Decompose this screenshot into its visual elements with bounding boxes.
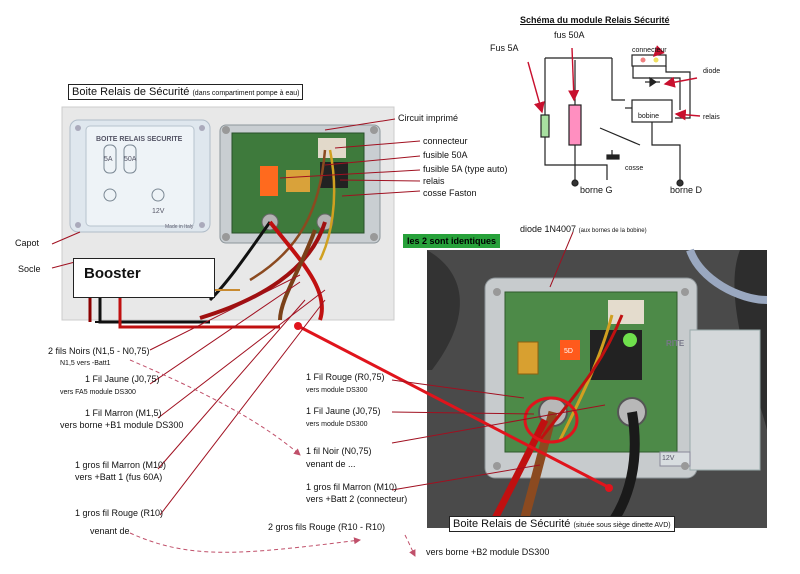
wire-label-gros-rouge-sub: venant de bbox=[90, 526, 130, 536]
booster-label: Booster bbox=[84, 265, 141, 282]
wire-label-noir-fin-sub: venant de ... bbox=[306, 459, 356, 469]
borne-d-terminal bbox=[676, 179, 684, 187]
wire-label-gros-rouges: 2 gros fils Rouge (R10 - R10) bbox=[268, 522, 386, 532]
fuse-5a bbox=[260, 166, 278, 196]
schema-cosse-label: cosse bbox=[625, 165, 644, 172]
lid-fuse2: 50A bbox=[124, 156, 137, 163]
wire-label-gros-rouges-dest: vers borne +B2 module DS300 bbox=[426, 547, 550, 557]
wire-label-gros-marron-2: 1 gros fil Marron (M10) bbox=[306, 482, 398, 492]
bottom-photo-title-text: Boite Relais de Sécurité bbox=[453, 518, 571, 530]
bottom-photo-subtitle: (située sous siège dinette AVD) bbox=[573, 522, 671, 529]
label-connecteur: connecteur bbox=[423, 136, 468, 146]
wire-label-noirs: 2 fils Noirs (N1,5 - N0,75) bbox=[48, 346, 150, 356]
wire-label-marron-sub: vers borne +B1 module DS300 bbox=[60, 420, 184, 430]
label-fusible-50a: fusible 50A bbox=[423, 150, 468, 160]
wire-label-jaune-fin-sub: vers module DS300 bbox=[306, 421, 368, 428]
identical-badge: les 2 sont identiques bbox=[403, 234, 501, 248]
schema-borne-d-label: borne D bbox=[670, 185, 703, 195]
diode-label: diode 1N4007 bbox=[520, 224, 577, 234]
booster-box: Booster bbox=[73, 258, 215, 298]
wire-label-gros-marron-sub: vers +Batt 1 (fus 60A) bbox=[75, 472, 163, 482]
schema-fus50-label: fus 50A bbox=[554, 30, 585, 40]
diode-sub: (aux bornes de la bobine) bbox=[578, 228, 647, 234]
fuse-photo bbox=[560, 340, 580, 360]
label-cosse-faston: cosse Faston bbox=[423, 188, 477, 198]
label-capot: Capot bbox=[15, 238, 40, 248]
wire-label-rouge-fin: 1 Fil Rouge (R0,75) bbox=[306, 372, 385, 382]
relay-schematic bbox=[540, 54, 691, 187]
wire-label-jaune: 1 Fil Jaune (J0,75) bbox=[85, 374, 160, 384]
diode-callout: diode 1N4007 (aux bornes de la bobine) bbox=[520, 224, 647, 234]
connector-symbol bbox=[631, 54, 667, 67]
schema-title: Schéma du module Relais Sécurité bbox=[520, 15, 670, 25]
bottom-photo-title: Boite Relais de Sécurité (située sous si… bbox=[449, 516, 675, 532]
label-fusible-5a: fusible 5A (type auto) bbox=[423, 164, 508, 174]
bottom-lid-text: RITE bbox=[666, 339, 685, 348]
lid-fuse1: 5A bbox=[104, 156, 113, 163]
wire-label-jaune-sub: vers FA5 module DS300 bbox=[60, 389, 136, 396]
top-photo-subtitle: (dans compartiment pompe à eau) bbox=[192, 90, 300, 97]
fuse-5a-symbol bbox=[540, 114, 550, 138]
bottom-fuse-label: 5D bbox=[564, 348, 573, 355]
wire-label-jaune-fin: 1 Fil Jaune (J0,75) bbox=[306, 406, 381, 416]
schema-relais-label: relais bbox=[703, 114, 720, 121]
schema-borne-g-label: borne G bbox=[580, 185, 613, 195]
wire-label-noirs-sub: N1,5 vers -Batt1 bbox=[60, 360, 111, 367]
wire-label-rouge-fin-sub: vers module DS300 bbox=[306, 387, 368, 394]
label-circuit-imprime: Circuit imprimé bbox=[398, 113, 459, 123]
lid-12v: 12V bbox=[152, 208, 165, 215]
wire-label-gros-marron: 1 gros fil Marron (M10) bbox=[75, 460, 167, 470]
top-photo-title-text: Boite Relais de Sécurité bbox=[72, 86, 190, 98]
lid-title: BOITE RELAIS SECURITE bbox=[96, 136, 183, 143]
bottom-12v-label: 12V bbox=[662, 455, 675, 462]
schema-fus5-label: Fus 5A bbox=[490, 43, 519, 53]
wire-label-gros-marron-2-sub: vers +Batt 2 (connecteur) bbox=[306, 494, 408, 504]
fuse-50a-symbol bbox=[568, 104, 582, 146]
lid-made-in-italy: Made in Italy bbox=[165, 224, 194, 230]
wire-label-noir-fin: 1 fil Noir (N0,75) bbox=[306, 446, 372, 456]
top-photo-title: Boite Relais de Sécurité (dans compartim… bbox=[68, 84, 304, 100]
highlight-overlay bbox=[294, 322, 613, 492]
label-relais: relais bbox=[423, 176, 445, 186]
borne-g-terminal bbox=[571, 179, 579, 187]
schema-diode-label: diode bbox=[703, 68, 721, 75]
diode-symbol bbox=[649, 76, 658, 88]
bottom-photo-illustration bbox=[427, 248, 768, 532]
schema-bobine-label: bobine bbox=[638, 113, 660, 120]
wire-label-gros-rouge: 1 gros fil Rouge (R10) bbox=[75, 508, 164, 518]
label-socle: Socle bbox=[18, 264, 41, 274]
wire-label-marron: 1 Fil Marron (M1,5) bbox=[85, 408, 162, 418]
schema-connecteur-label: connecteur bbox=[632, 47, 667, 54]
